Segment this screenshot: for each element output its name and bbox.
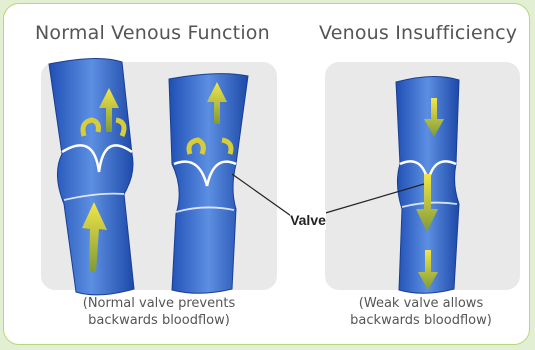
caption-normal-line-1: (Normal valve prevents bbox=[44, 295, 274, 312]
caption-normal-line-2: backwards bloodflow) bbox=[44, 312, 274, 329]
caption-insufficiency-line-2: backwards bloodflow) bbox=[306, 312, 530, 329]
caption-insufficiency: (Weak valve allows backwards bloodflow) bbox=[306, 295, 530, 329]
vein-normal-2 bbox=[169, 74, 248, 294]
caption-insufficiency-line-1: (Weak valve allows bbox=[306, 295, 530, 312]
caption-normal: (Normal valve prevents backwards bloodfl… bbox=[44, 295, 274, 329]
callout-line-left bbox=[232, 174, 294, 218]
diagram-frame: Normal Venous Function Venous Insufficie… bbox=[3, 3, 530, 345]
valve-callout: Valve bbox=[232, 174, 424, 230]
vein-illustrations: Valve bbox=[4, 4, 530, 345]
valve-label: Valve bbox=[290, 212, 326, 228]
